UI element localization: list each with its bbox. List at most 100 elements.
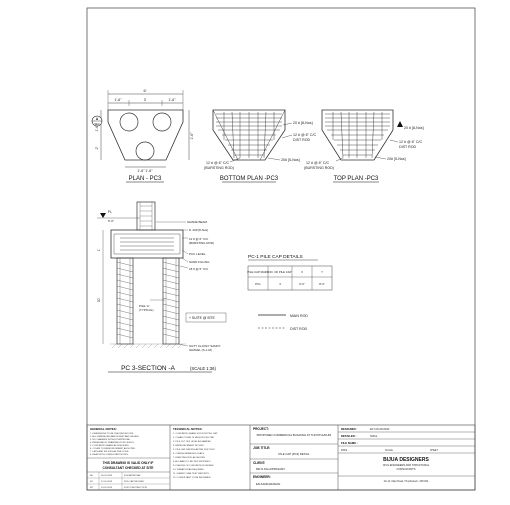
section-a: FL 5'-0" 1' 30' GRADE BEAM 8- 20# [8-Nos…	[97, 201, 227, 373]
revision-table: R0 06-01-2024 FOR APPROVAL R1 12-01-2024…	[87, 472, 170, 490]
dim-top-mid: 3'	[144, 98, 147, 102]
top-plan-outline	[321, 109, 394, 161]
label-bursting-2: (BURSTING ROD)	[304, 166, 334, 170]
main-rod-label: MAIN ROD	[290, 314, 308, 318]
label-dist-2: DIST ROD	[399, 145, 417, 149]
pile-spiral	[116, 258, 180, 344]
sheet-label: SHEET	[430, 449, 439, 452]
leader-line	[229, 157, 241, 163]
general-note: 7. LAPS AND SPLICES AS PER CODE.	[90, 450, 129, 453]
note-soil: SILTY CLAYEY SANDY	[189, 344, 221, 348]
suite-label: + SUITE @ SITE	[189, 316, 216, 320]
table-cell: 3	[279, 282, 281, 286]
leader-line	[374, 156, 387, 160]
note-main-bars: 8- 20# [8-Nos]	[189, 228, 208, 232]
details-table	[247, 265, 333, 291]
dist-rod-label: DIST ROD	[290, 327, 308, 331]
section-tag-sub: SEC	[94, 122, 99, 126]
table-cell: 8'-0"	[319, 282, 325, 286]
top-rebar-mesh	[325, 111, 390, 159]
bottom-plan: 20 # [8-Nos] 12 # @ 6" C/C DIST ROD 20# …	[204, 109, 317, 183]
scale-label: SCALE	[385, 449, 393, 452]
client-value: MR.N.KALAIPPASAMY	[256, 467, 285, 471]
label-main-bars: 20 # [8-Nos]	[404, 126, 424, 130]
label-dist-2: DIST ROD	[293, 138, 311, 142]
pile-cap-details: PC-1 PILE CAP DETAILS PILE CAP MARK NO. …	[247, 254, 333, 291]
level-marker-icon	[100, 213, 106, 218]
technical-note: 3. PILE CUT OFF LEVEL AS MARKED.	[173, 440, 212, 443]
table-header: PILE CAP MARK	[247, 270, 269, 274]
designed-label: DESIGNED :	[341, 427, 357, 431]
technical-note: 7. BURSTING ROD AS SHOWN.	[173, 456, 206, 459]
table-header: NO. OF PILE CAP	[268, 270, 291, 274]
note-stirrup: 18 # @ 6" C/C	[189, 267, 209, 271]
firm-line-1: CIVIL ENGINEERS AND STRUCTURAL	[383, 463, 430, 467]
revision-cell: FOR APPROVAL	[124, 474, 142, 477]
top-plan: 20 # [8-Nos] 12 # @ 6" C/C DIST ROD 20# …	[304, 109, 424, 183]
dim-right: 1'-6"	[190, 132, 194, 140]
note-sand: SAND FILLING	[189, 260, 210, 264]
date-label: DATE	[341, 449, 348, 452]
pile-circle	[119, 112, 139, 132]
revision-cell: 20-01-2024	[101, 487, 113, 489]
revision-cell: 06-01-2024	[101, 475, 113, 477]
label-dist: 12 # @ 6" C/C	[293, 133, 317, 137]
file-name-label: FILE NAME :	[341, 441, 358, 445]
revision-cell: 12-01-2024	[101, 481, 113, 483]
leader-line	[282, 122, 293, 126]
section-scale: (SCALE 1:36)	[190, 366, 216, 371]
technical-note: 4. REINFORCEMENT FE 500D.	[173, 445, 205, 447]
general-note: 8. READ WITH CONSULTANT NOTES.	[90, 453, 129, 456]
technical-note: 6. CURING MINIMUM 14 DAYS.	[173, 452, 205, 455]
suite-box	[185, 312, 227, 323]
bottom-plan-title: BOTTOM PLAN -PC3	[220, 176, 279, 182]
note-soil-2: GRAVEL (S-1-M)	[189, 348, 212, 352]
client-label: CLIENT:	[253, 461, 265, 465]
technical-note: 1. CONCRETE GRADE M 25 FOR PILE CAP.	[173, 432, 218, 435]
notice-line-1: THIS DRAWING IS VALID ONLY IF	[103, 461, 154, 465]
note-pcc: PCC LEVEL	[189, 252, 206, 256]
technical-note: 5. PILE CAP CASTING AFTER PILE TEST.	[173, 448, 215, 451]
revision-cell: PILE CAP REVISED	[124, 480, 144, 483]
details-title: PC-1 PILE CAP DETAILS	[248, 254, 303, 260]
engineer-value: ER.SANKARAMAN	[256, 482, 280, 486]
job-label: JOB TITLE:	[253, 446, 270, 450]
firm-name: BIJUA DESIGNERS	[383, 457, 429, 463]
technical-note: 11. SUBMIT CUBE TEST REPORTS.	[173, 473, 210, 475]
column-ties	[139, 202, 153, 230]
dim-depth: 30'	[97, 297, 101, 302]
note-pile-2: (TYPICAL)	[139, 308, 154, 312]
plan-pc3: 6' 1'-6" 3' 1'-6" 1'-6" 1'-6" 1'-6" 2' 1…	[91, 88, 194, 183]
leader-line	[389, 139, 399, 143]
dim-top-left: 1'-6"	[115, 98, 123, 102]
dim-top-total: 6'	[144, 88, 147, 93]
firm-address: No.12, Main Road, Thoothukudi - 628 002	[384, 480, 429, 483]
general-note: 4. REFER ARCH. DRAWINGS FOR LEVELS.	[90, 441, 135, 444]
engineer-label: ENGINEER:	[253, 475, 271, 479]
note-bursting-2: (BURSTING ROD)	[189, 241, 214, 245]
label-nos-2: 20# [5-Nos]	[387, 157, 406, 161]
technical-note: 10. VIBRATION AS REQUIRED.	[173, 468, 205, 471]
general-note: 5. CONCRETE GRADE AS SPECIFIED.	[90, 444, 130, 447]
label-dist: 12 # @ 6" C/C	[399, 140, 423, 144]
firm-line-2: CONSULTANTS	[397, 467, 416, 471]
table-cell: PC1	[255, 282, 261, 286]
table-header: X	[301, 270, 303, 274]
general-notes-title: GENERAL NOTES:	[90, 427, 117, 431]
pile-cap-rebar	[113, 233, 181, 255]
technical-note: 12. CONSULTANT TO BE INFORMED.	[173, 476, 211, 479]
pile-circle	[152, 112, 172, 132]
designed-value: ER.S.RAJKUMAR	[370, 428, 390, 431]
section-title: PC 3-SECTION -A	[121, 365, 175, 372]
title-block: GENERAL NOTES: 1. DIMENSIONS TO BE CHECK…	[86, 424, 476, 491]
rod-legend: MAIN ROD DIST ROD	[258, 314, 308, 331]
north-arrow-icon	[397, 121, 403, 127]
general-note: 1. DIMENSIONS TO BE CHECKED AT SITE.	[90, 432, 134, 435]
table-header: Y	[321, 270, 323, 274]
detailed-value: SMILE	[370, 435, 378, 438]
section-leaders	[150, 221, 189, 347]
level-label: FL	[108, 210, 112, 214]
project-value: PROPOSED COMMERCIAL BUILDING AT THOOTHUK…	[257, 433, 332, 437]
